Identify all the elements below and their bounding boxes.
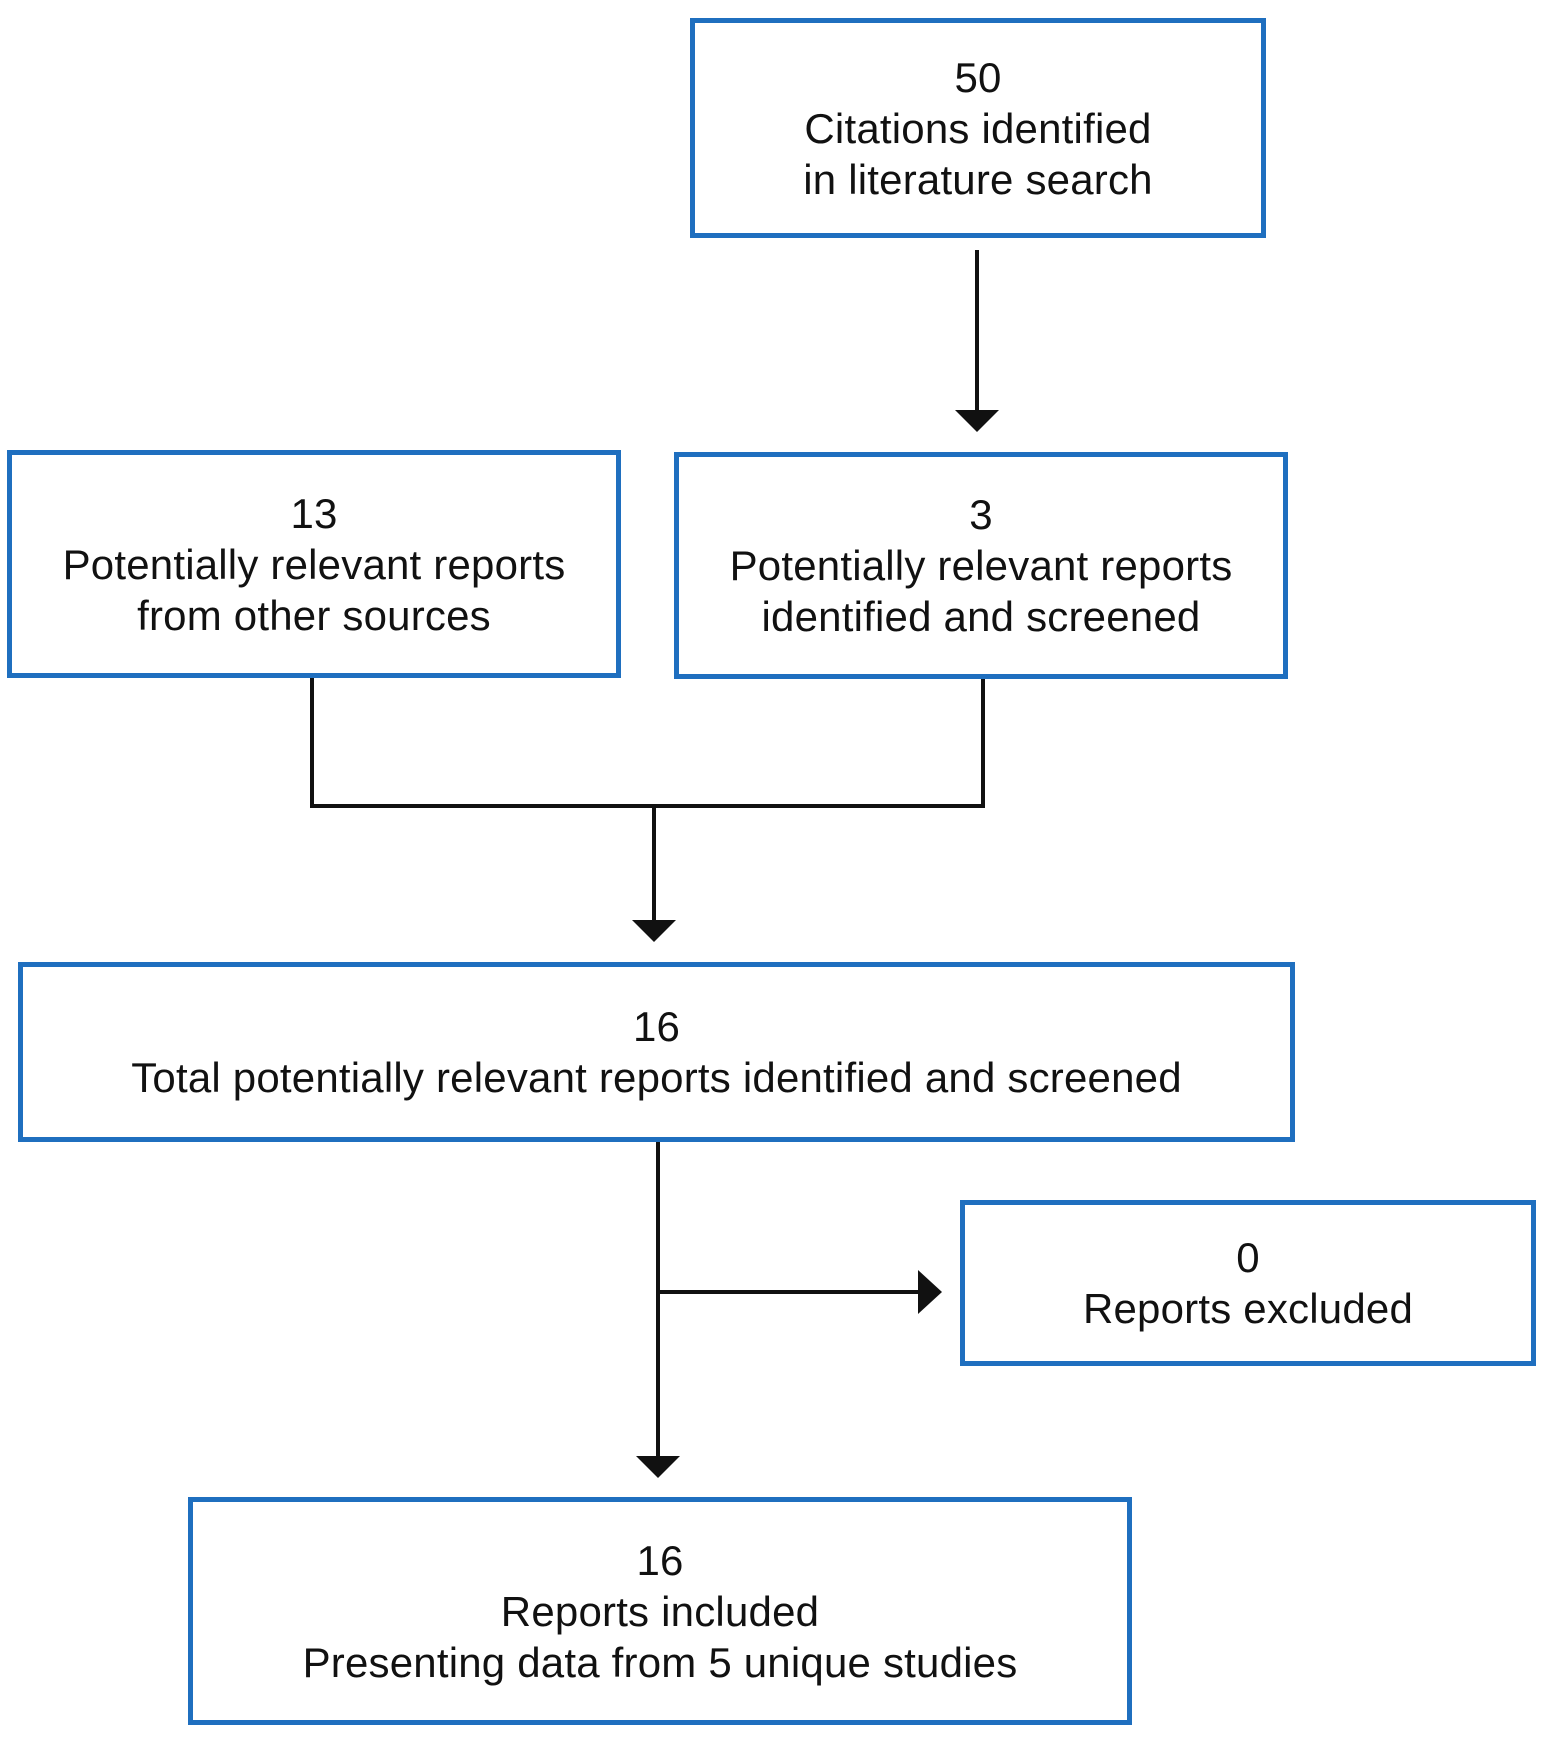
- included-count: 16: [636, 1536, 684, 1584]
- total-count: 16: [632, 1003, 681, 1050]
- total-label: Total potentially relevant reports ident…: [131, 1054, 1182, 1101]
- other-sources-label-line2: from other sources: [137, 591, 491, 639]
- arrowhead-merge-to-total: [632, 920, 676, 942]
- total-screened-box: 16 Total potentially relevant reports id…: [18, 962, 1295, 1142]
- other-sources-label-line1: Potentially relevant reports: [62, 540, 566, 588]
- excluded-label: Reports excluded: [1082, 1285, 1414, 1332]
- citations-identified-box: 50 Citations identified in literature se…: [690, 18, 1266, 238]
- reports-excluded-box: 0 Reports excluded: [960, 1200, 1536, 1366]
- arrowhead-to-excluded: [918, 1270, 942, 1314]
- screened-label-line1: Potentially relevant reports: [729, 542, 1233, 589]
- screened-count: 3: [969, 491, 993, 538]
- citations-label-line1: Citations identified: [804, 104, 1152, 152]
- reports-included-box: 16 Reports included Presenting data from…: [188, 1497, 1132, 1725]
- excluded-count: 0: [1236, 1234, 1260, 1281]
- identified-screened-box: 3 Potentially relevant reports identifie…: [674, 452, 1288, 679]
- other-sources-box: 13 Potentially relevant reports from oth…: [7, 450, 621, 678]
- other-sources-count: 13: [290, 489, 338, 537]
- included-label-line2: Presenting data from 5 unique studies: [302, 1638, 1018, 1686]
- arrowhead-citations-to-screened: [955, 410, 999, 432]
- screened-label-line2: identified and screened: [761, 593, 1201, 640]
- citations-label-line2: in literature search: [803, 155, 1153, 203]
- citations-count: 50: [954, 53, 1002, 101]
- included-label-line1: Reports included: [500, 1587, 820, 1635]
- arrowhead-total-to-included: [636, 1456, 680, 1478]
